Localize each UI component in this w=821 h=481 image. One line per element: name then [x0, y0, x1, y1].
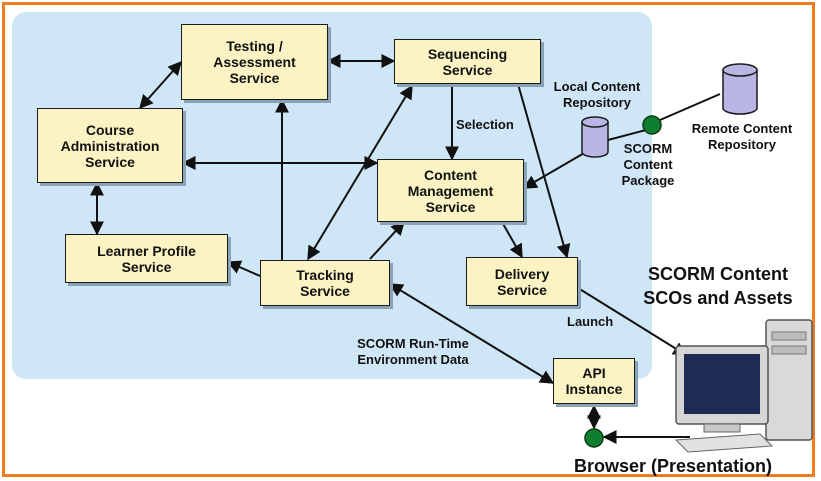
api-instance: API Instance: [553, 358, 635, 404]
remote-connector-icon: [642, 115, 662, 135]
remote-repository-icon: [722, 63, 758, 115]
edge-delivery-launch: [577, 287, 688, 356]
computer-icon: [674, 319, 813, 453]
edge-tracking-api: [388, 283, 555, 384]
scorm-content-scos-label: SCORM Content SCOs and Assets: [643, 264, 793, 308]
browser-presentation-label: Browser (Presentation): [574, 456, 773, 476]
sequencing-service: Sequencing Service: [394, 39, 541, 84]
browser-connector-icon: [584, 428, 604, 448]
edge-tracking-learner: [226, 260, 261, 277]
edge-tracking-content: [369, 220, 405, 260]
local-content-repository-label: Local Content Repository: [553, 79, 641, 110]
tracking-service: Tracking Service: [260, 260, 390, 306]
scorm-content-package-label: SCORM Content Package: [621, 141, 675, 188]
edge-tracking-sequencing: [307, 84, 413, 261]
course-administration-service: Course Administration Service: [37, 108, 183, 183]
edge-sequencing-delivery: [517, 83, 571, 259]
edge-remote-local: [659, 93, 721, 121]
runtime-data-label: SCORM Run-Time Environment Data: [357, 336, 469, 367]
launch-label: Launch: [567, 314, 614, 329]
selection-label: Selection: [456, 117, 514, 132]
edge-course-testing: [139, 60, 182, 110]
testing-assessment-service: Testing / Assessment Service: [181, 24, 328, 100]
outer-frame: [2, 2, 815, 477]
learner-profile-service: Learner Profile Service: [65, 234, 228, 283]
edge-content-delivery: [501, 221, 523, 259]
remote-content-repository-label: Remote Content Repository: [691, 121, 793, 152]
local-repository-icon: [581, 116, 609, 158]
delivery-service: Delivery Service: [466, 257, 578, 306]
content-management-service: Content Management Service: [377, 159, 524, 222]
